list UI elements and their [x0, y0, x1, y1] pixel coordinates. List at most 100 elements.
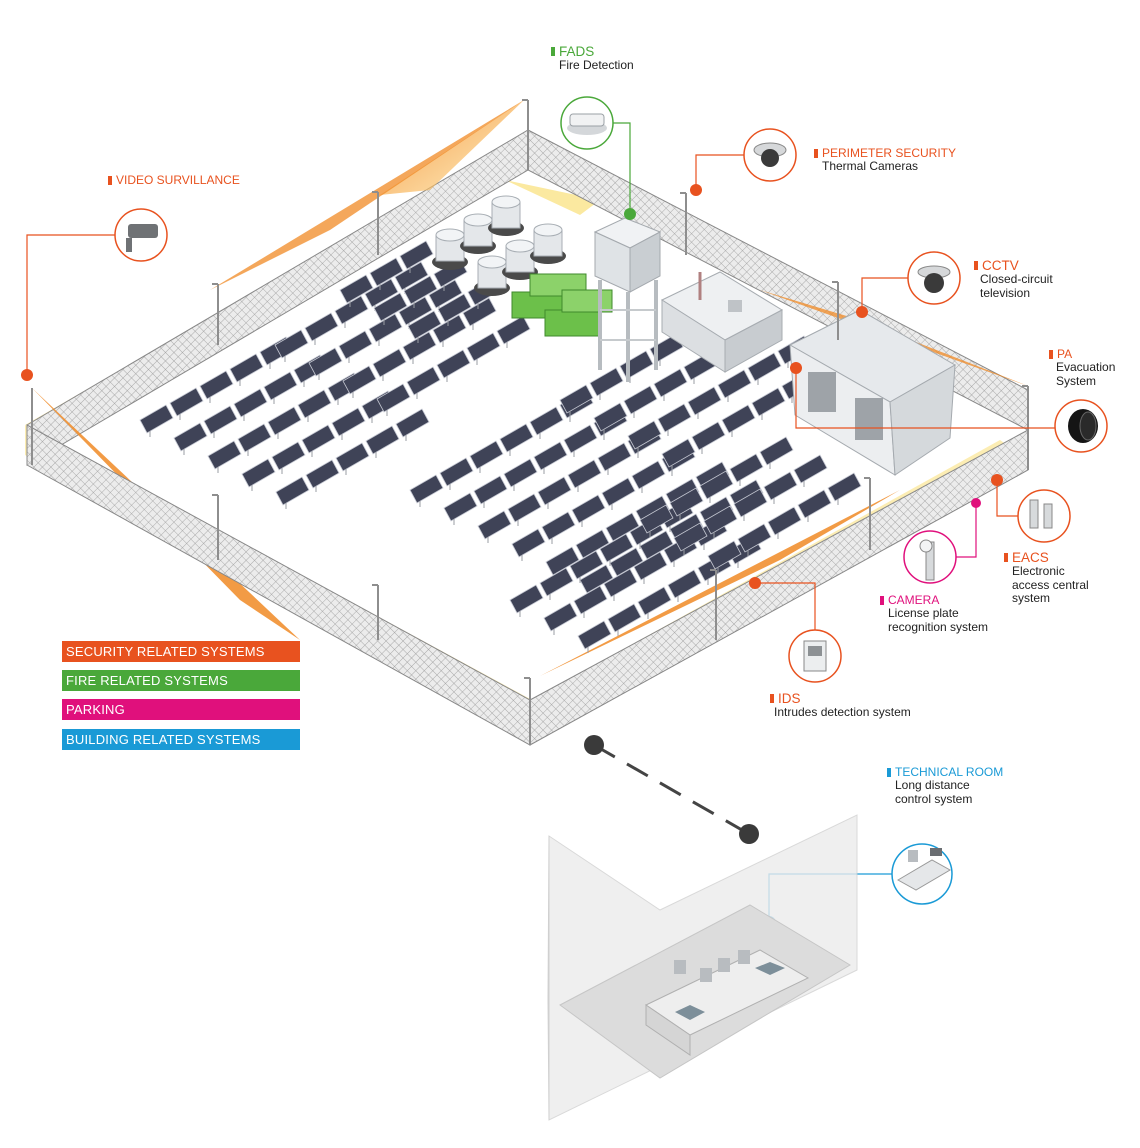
- eacs-subtitle-2: access central: [1012, 577, 1089, 592]
- camera-title: CAMERA: [888, 593, 940, 607]
- perimeter-marker: [814, 149, 818, 159]
- camera-subtitle-2: recognition system: [888, 619, 989, 634]
- solar-panel: [639, 530, 674, 560]
- solar-panel: [407, 310, 442, 340]
- solar-panel: [793, 454, 828, 484]
- cctv-callout-dot[interactable]: [856, 306, 868, 318]
- solar-panel: [274, 329, 309, 359]
- solar-panel: [699, 470, 734, 500]
- ids-title: IDS: [778, 691, 801, 706]
- solar-panel: [703, 505, 738, 535]
- solar-panel: [533, 441, 568, 471]
- security-camera-icon[interactable]: [114, 208, 168, 262]
- link-dot-start: [584, 735, 604, 755]
- perimeter-callout-dot[interactable]: [690, 184, 702, 196]
- solar-panel: [335, 442, 370, 472]
- perimeter-title: PERIMETER SECURITY: [822, 146, 957, 160]
- solar-panel: [737, 523, 772, 553]
- solar-panel: [436, 349, 471, 379]
- solar-panel: [601, 477, 636, 507]
- solar-panel: [603, 568, 638, 598]
- solar-panel: [575, 529, 610, 559]
- solar-panel: [751, 387, 786, 417]
- control-desk-icon[interactable]: [891, 843, 953, 905]
- dome-thermal-camera-icon[interactable]: [743, 128, 797, 182]
- lpr-camera-icon[interactable]: [903, 530, 957, 584]
- solar-panel: [331, 407, 366, 437]
- solar-panel: [759, 436, 794, 466]
- solar-panel: [729, 453, 764, 483]
- solar-panel: [469, 440, 504, 470]
- solar-panel: [394, 261, 429, 291]
- pa-title: PA: [1057, 347, 1073, 361]
- solar-panel: [466, 332, 501, 362]
- solar-panel: [577, 620, 612, 650]
- speaker-icon[interactable]: [1054, 399, 1108, 453]
- legend-security: SECURITY RELATED SYSTEMS: [62, 641, 300, 662]
- cctv-marker: [974, 261, 978, 271]
- fads-callout-dot[interactable]: [624, 208, 636, 220]
- eacs-subtitle-3: system: [1012, 590, 1051, 605]
- solar-panel: [633, 551, 668, 581]
- solar-panel: [338, 330, 373, 360]
- solar-panel: [301, 424, 336, 454]
- solar-panel: [571, 494, 606, 524]
- solar-panel: [797, 489, 832, 519]
- solar-panel: [271, 441, 306, 471]
- card-reader-icon[interactable]: [1017, 489, 1071, 543]
- fads-subtitle: Fire Detection: [559, 58, 634, 73]
- video-callout-dot[interactable]: [21, 369, 33, 381]
- technical-marker: [887, 768, 891, 778]
- solar-panel: [763, 471, 798, 501]
- eacs-callout-dot[interactable]: [991, 474, 1003, 486]
- solar-panel: [747, 352, 782, 382]
- solar-panel: [199, 370, 234, 400]
- camera-callout-dot[interactable]: [971, 498, 981, 508]
- solar-panel: [653, 368, 688, 398]
- intrusion-panel-icon[interactable]: [788, 629, 842, 683]
- smoke-detector-icon[interactable]: [560, 96, 614, 150]
- solar-panel: [376, 383, 411, 413]
- zone-yellow: [505, 180, 600, 215]
- legend-fire: FIRE RELATED SYSTEMS: [62, 670, 300, 691]
- solar-panel: [539, 567, 574, 597]
- eacs-title: EACS: [1012, 550, 1049, 565]
- solar-panel: [439, 457, 474, 487]
- solar-panel: [609, 547, 644, 577]
- pa-callout-dot[interactable]: [790, 362, 802, 374]
- legend-parking: PARKING: [62, 699, 300, 720]
- solar-panel: [541, 511, 576, 541]
- ids-subtitle: Intrudes detection system: [774, 705, 911, 720]
- solar-panel: [717, 369, 752, 399]
- camera-beam: [210, 100, 524, 290]
- solar-panel: [669, 487, 704, 517]
- solar-panel: [237, 423, 272, 453]
- ids-callout-dot[interactable]: [749, 577, 761, 589]
- solar-panel: [545, 546, 580, 576]
- perimeter-label: PERIMETER SECURITY Thermal Cameras: [814, 146, 957, 174]
- solar-panel: [593, 402, 628, 432]
- solar-panel: [334, 295, 369, 325]
- fads-title: FADS: [559, 44, 595, 59]
- solar-panel: [304, 312, 339, 342]
- light-poles: [31, 99, 1029, 745]
- solar-panel: [667, 569, 702, 599]
- technical-label: TECHNICAL ROOM Long distance control sys…: [887, 765, 1003, 806]
- solar-panel: [767, 506, 802, 536]
- pa-subtitle-1: Evacuation: [1056, 360, 1116, 375]
- solar-panel: [233, 388, 268, 418]
- cctv-dome-icon[interactable]: [907, 251, 961, 305]
- fads-label: FADS Fire Detection: [551, 44, 634, 73]
- ids-label: IDS Intrudes detection system: [770, 691, 911, 720]
- solar-panel: [369, 257, 404, 287]
- pa-label: PA Evacuation System: [1049, 347, 1116, 388]
- solar-panel: [827, 472, 862, 502]
- perimeter-subtitle: Thermal Cameras: [822, 159, 919, 174]
- water-tower: [593, 217, 662, 382]
- solar-panel: [207, 440, 242, 470]
- technical-room: [547, 814, 858, 1121]
- cctv-title: CCTV: [982, 258, 1019, 273]
- solar-panel: [263, 371, 298, 401]
- solar-panel: [639, 504, 674, 534]
